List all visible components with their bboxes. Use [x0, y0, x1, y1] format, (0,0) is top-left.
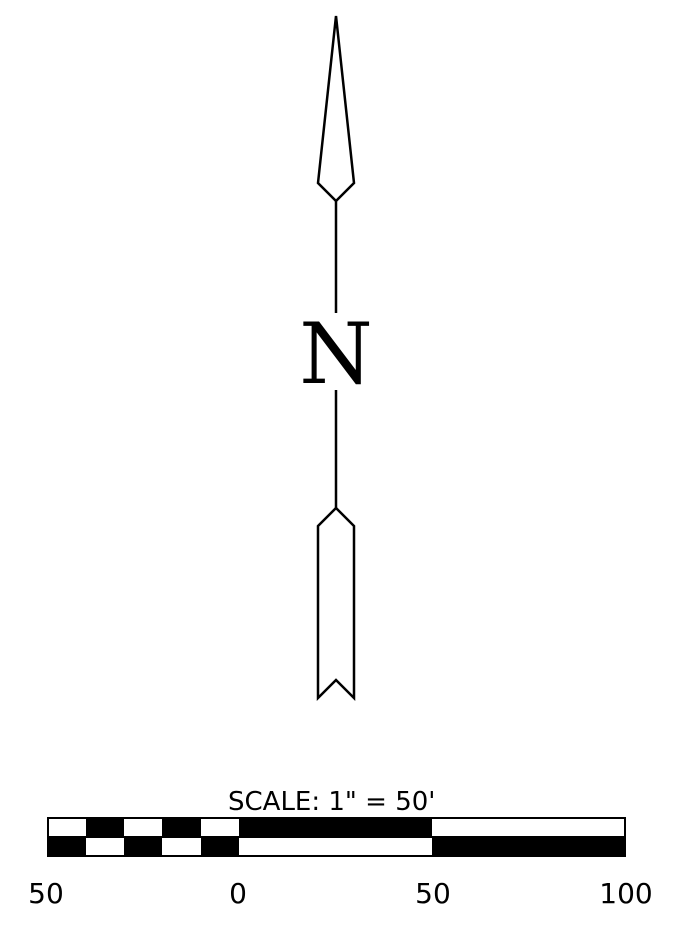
scale-segment — [124, 837, 162, 856]
scale-segment — [432, 818, 625, 837]
scale-segment — [432, 837, 625, 856]
scale-tick-label: 0 — [229, 877, 247, 910]
scale-segment — [162, 837, 201, 856]
scale-segment — [201, 837, 239, 856]
north-arrow-icon — [316, 15, 356, 702]
scale-bar — [47, 817, 626, 857]
scale-tick-label: 50 — [415, 877, 451, 910]
scale-segment — [201, 818, 239, 837]
scale-segment — [162, 818, 201, 837]
north-letter: N — [299, 305, 373, 403]
scale-segment — [239, 837, 432, 856]
scale-segment — [48, 837, 86, 856]
arrow-tail — [316, 506, 356, 702]
scale-segment — [124, 818, 162, 837]
north-arrowhead — [316, 15, 356, 203]
scale-tick-label: 100 — [599, 877, 652, 910]
scale-segment — [86, 837, 124, 856]
scale-tick-labels: 50 0 50 100 — [28, 877, 653, 910]
scale-segment — [86, 818, 124, 837]
scale-tick-label: 50 — [28, 877, 64, 910]
scale-segment — [239, 818, 432, 837]
scale-title: SCALE: 1" = 50' — [228, 787, 435, 817]
scale-segment — [48, 818, 86, 837]
